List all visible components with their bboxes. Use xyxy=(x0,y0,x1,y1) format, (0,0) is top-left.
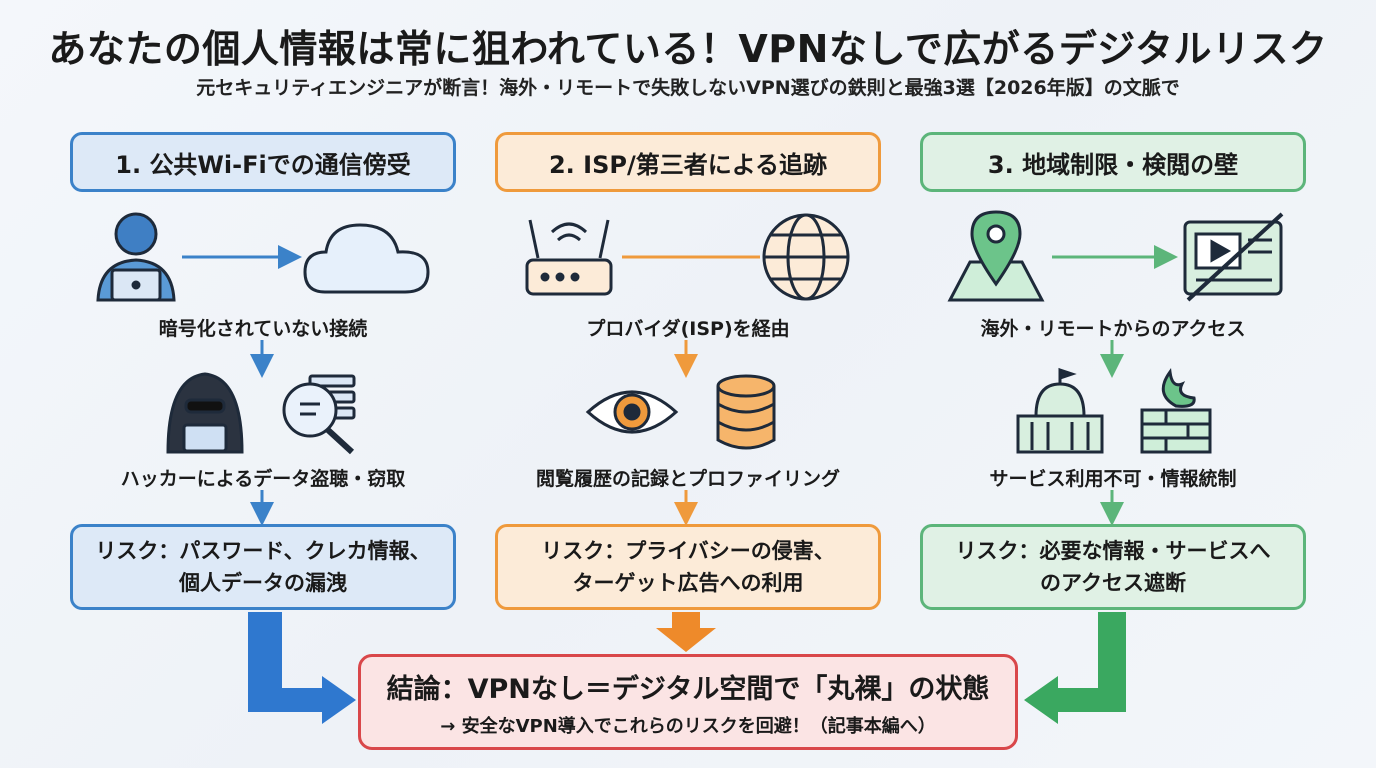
risk-line: リスク：パスワード、クレカ情報、 xyxy=(95,539,431,563)
conclusion-link-text[interactable]: → 安全なVPN導入でこれらのリスクを回避！（記事本編へ） xyxy=(440,715,936,737)
magnifier-data-icon xyxy=(282,374,356,455)
page-subtitle: 元セキュリティエンジニアが断言！海外・リモートで失敗しないVPN選びの鉄則と最強… xyxy=(196,77,1180,99)
cloud-icon xyxy=(303,223,430,294)
conclusion-title: 結論：VPNなし＝デジタル空間で「丸裸」の状態 xyxy=(386,673,990,705)
step-label-geo-2: サービス利用不可・情報統制 xyxy=(989,468,1237,490)
government-building-icon xyxy=(1016,367,1104,454)
column-header-isp: 2. ISP/第三者による追跡 xyxy=(495,132,881,192)
big-arrow-green xyxy=(1024,612,1126,724)
step-label-wifi-2: ハッカーによるデータ盗聴・窃取 xyxy=(120,468,406,490)
risk-line: 個人データの漏洩 xyxy=(179,571,347,595)
firewall-icon xyxy=(1140,368,1212,454)
database-icon xyxy=(716,374,776,450)
column-header-wifi: 1. 公共Wi-Fiでの通信傍受 xyxy=(70,132,456,192)
risk-line: のアクセス遮断 xyxy=(1040,571,1186,595)
risk-box-wifi: リスク：パスワード、クレカ情報、 個人データの漏洩 xyxy=(70,524,456,610)
page-title: あなたの個人情報は常に狙われている！VPNなしで広がるデジタルリスク xyxy=(48,27,1328,71)
router-icon xyxy=(525,219,613,296)
blocked-video-icon xyxy=(1183,212,1284,302)
map-pin-icon xyxy=(947,210,1045,302)
step-label-isp-2: 閲覧履歴の記録とプロファイリング xyxy=(535,468,840,490)
step-label-wifi-1: 暗号化されていない接続 xyxy=(158,318,368,340)
big-arrow-blue xyxy=(248,612,356,724)
step-label-geo-1: 海外・リモートからのアクセス xyxy=(980,318,1246,340)
user-laptop-icon xyxy=(96,212,176,302)
risk-line: ターゲット広告への利用 xyxy=(572,571,804,595)
risk-line: リスク：必要な情報・サービスへ xyxy=(955,539,1271,563)
globe-icon xyxy=(762,213,850,301)
conclusion-box[interactable]: 結論：VPNなし＝デジタル空間で「丸裸」の状態 → 安全なVPN導入でこれらのリ… xyxy=(358,654,1018,750)
eye-icon xyxy=(585,390,679,434)
big-arrow-orange xyxy=(656,612,716,652)
risk-line: リスク：プライバシーの侵害、 xyxy=(541,539,835,563)
risk-box-geo: リスク：必要な情報・サービスへ のアクセス遮断 xyxy=(920,524,1306,610)
risk-box-isp: リスク：プライバシーの侵害、 ターゲット広告への利用 xyxy=(495,524,881,610)
hacker-icon xyxy=(166,372,244,454)
step-label-isp-1: プロバイダ(ISP)を経由 xyxy=(586,318,790,340)
column-header-geo: 3. 地域制限・検閲の壁 xyxy=(920,132,1306,192)
